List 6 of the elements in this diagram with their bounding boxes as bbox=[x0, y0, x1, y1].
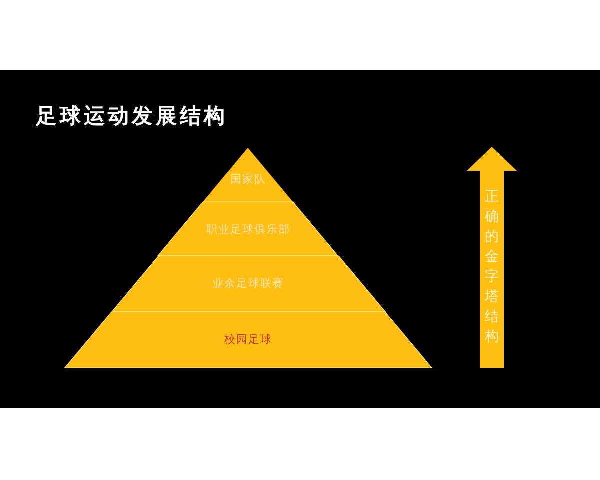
tier-label: 职业足球俱乐部 bbox=[205, 222, 292, 237]
title: 足球运动发展结构 bbox=[36, 102, 228, 130]
tier-label: 国家队 bbox=[229, 172, 268, 187]
arrow-label: 正确的金字塔结构 bbox=[484, 188, 500, 347]
tier-label: 业余足球联赛 bbox=[211, 276, 286, 291]
tier-label: 校园足球 bbox=[224, 332, 274, 347]
